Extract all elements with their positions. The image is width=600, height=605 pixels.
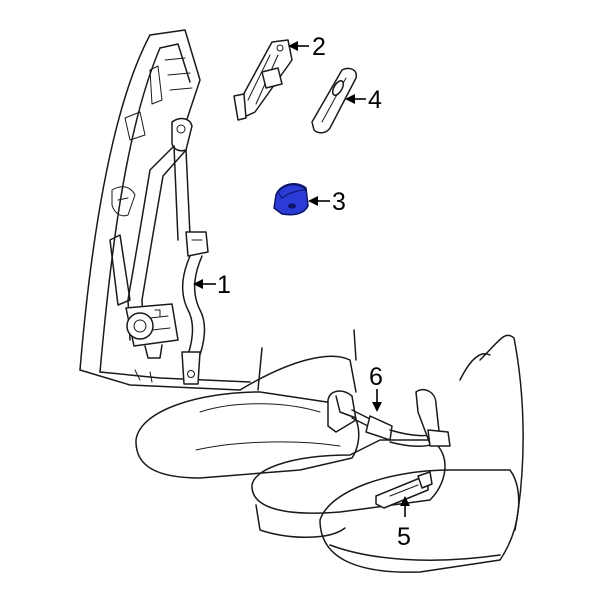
part-5-buckle	[375, 471, 433, 509]
callout-1: 1	[193, 271, 231, 299]
callout-6: 6	[369, 363, 383, 412]
callout-number-4: 4	[368, 86, 382, 114]
part-1-belt-assembly	[125, 117, 209, 385]
callout-number-3: 3	[332, 188, 346, 216]
callout-number-6: 6	[369, 363, 383, 391]
callout-number-1: 1	[217, 271, 231, 299]
part-6-lap-belt	[327, 388, 451, 447]
callout-number-2: 2	[312, 33, 326, 61]
part-2-adjuster	[233, 39, 293, 121]
part-3-cover-highlighted	[273, 183, 309, 216]
callout-4: 4	[345, 86, 382, 114]
pillar-panel	[79, 29, 251, 391]
callout-3: 3	[308, 188, 346, 216]
part-4-trim-cover	[311, 67, 358, 134]
callout-5: 5	[397, 496, 411, 551]
callout-number-5: 5	[397, 523, 411, 551]
callout-2: 2	[288, 33, 326, 61]
